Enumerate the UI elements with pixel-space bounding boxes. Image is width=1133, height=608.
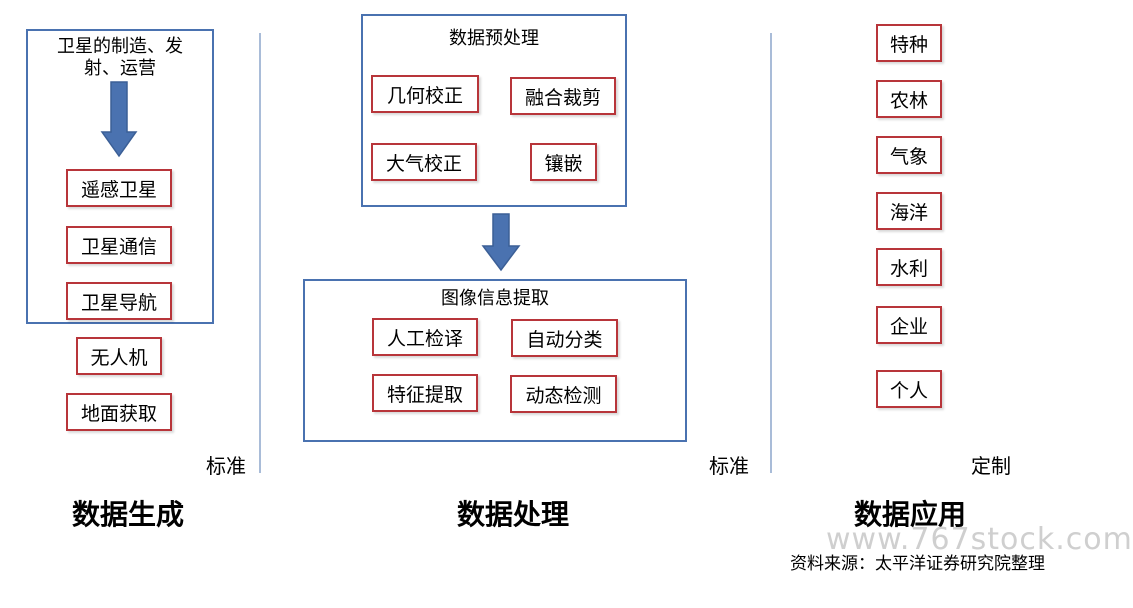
section-data-processing: 数据处理 bbox=[456, 498, 569, 531]
mosaic-box: 镶嵌 bbox=[530, 143, 597, 181]
app-water-resources-box: 水利 bbox=[876, 248, 942, 286]
generation-standard-label: 标准 bbox=[206, 454, 246, 478]
atmospheric-correction-box: 大气校正 bbox=[371, 143, 477, 181]
satellite-group-title: 卫星的制造、发射、运营 bbox=[57, 36, 183, 79]
app-individual-box: 个人 bbox=[876, 370, 942, 408]
app-agriculture-forestry-box: 农林 bbox=[876, 80, 942, 118]
extraction-box bbox=[303, 279, 687, 442]
down-arrow-icon bbox=[100, 81, 138, 158]
satellite-navigation-box: 卫星导航 bbox=[66, 282, 172, 320]
down-arrow-icon bbox=[481, 213, 521, 272]
feature-extraction-box: 特征提取 bbox=[372, 374, 478, 412]
extraction-title: 图像信息提取 bbox=[441, 288, 549, 309]
manual-interpretation-box: 人工检译 bbox=[372, 318, 478, 356]
section-data-application: 数据应用 bbox=[853, 498, 966, 531]
app-meteorology-box: 气象 bbox=[876, 136, 942, 174]
section-data-generation: 数据生成 bbox=[71, 498, 184, 531]
ground-acquisition-box: 地面获取 bbox=[66, 393, 172, 431]
processing-standard-label: 标准 bbox=[709, 454, 749, 478]
satellite-communication-box: 卫星通信 bbox=[66, 226, 172, 264]
divider-line-2 bbox=[770, 33, 772, 473]
divider-line-1 bbox=[259, 33, 261, 473]
watermark-text: www.767stock.com bbox=[826, 522, 1133, 557]
application-custom-label: 定制 bbox=[971, 454, 1011, 478]
app-special-box: 特种 bbox=[876, 24, 942, 62]
app-enterprise-box: 企业 bbox=[876, 306, 942, 344]
app-ocean-box: 海洋 bbox=[876, 192, 942, 230]
source-note: 资料来源：太平洋证券研究院整理 bbox=[790, 554, 1045, 574]
auto-classification-box: 自动分类 bbox=[511, 319, 618, 357]
fusion-clipping-box: 融合裁剪 bbox=[510, 77, 616, 115]
geometric-correction-box: 几何校正 bbox=[371, 75, 479, 113]
dynamic-detection-box: 动态检测 bbox=[510, 375, 617, 413]
preprocess-title: 数据预处理 bbox=[449, 28, 539, 49]
drone-box: 无人机 bbox=[76, 337, 162, 375]
remote-sensing-satellite-box: 遥感卫星 bbox=[66, 169, 172, 207]
